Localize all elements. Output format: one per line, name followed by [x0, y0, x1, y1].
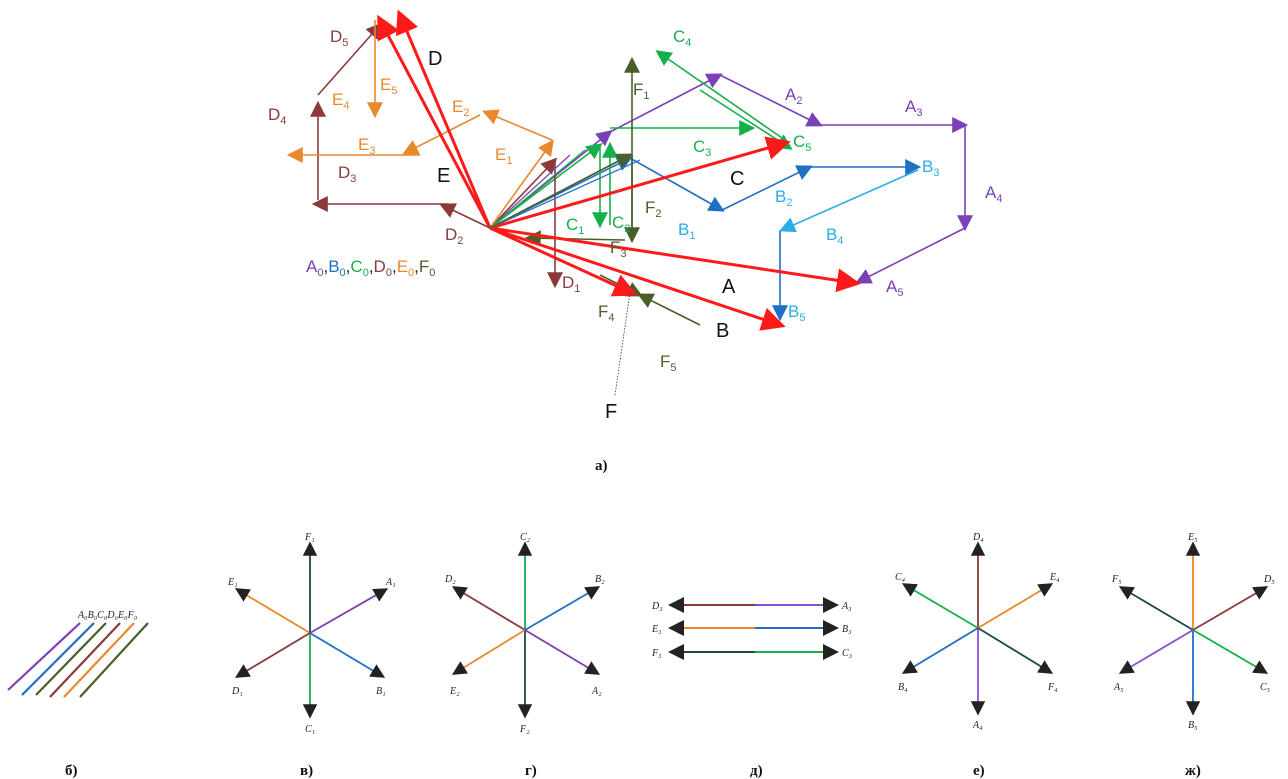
label-b1: B1: [678, 220, 695, 242]
label-c4: C4: [673, 27, 691, 49]
label-zh-topleft: F₅: [1111, 574, 1122, 585]
label-d-left-2: E₃: [651, 624, 662, 635]
panel-zh: E₅ F₅ D₅ A₅ C₅ B₅: [1111, 532, 1275, 731]
panel-d: D₃ E₃ F₃ A₃ B₃ C₃: [651, 597, 853, 660]
label-d5: D5: [330, 27, 348, 49]
chain-e: [286, 20, 554, 229]
caption-a: а): [595, 458, 608, 474]
label-d-right-3: C₃: [842, 648, 853, 659]
chain-f: [489, 56, 701, 326]
label-f2: F2: [645, 198, 662, 220]
label-d-left-3: F₃: [651, 648, 662, 659]
label-zh-botright: C₅: [1260, 682, 1271, 693]
panel-a: A B C D E F A0,B0,C0,D0,E0,F0 A2 A3 A4 A…: [268, 9, 1002, 474]
label-v-top: F₁: [304, 532, 315, 543]
label-f5: F5: [660, 352, 677, 374]
label-d4: D4: [268, 105, 286, 127]
resultants: [377, 9, 861, 331]
label-v-bottom: C₁: [305, 724, 315, 735]
label-f3: F3: [610, 238, 627, 260]
label-v-topright: A₁: [385, 577, 396, 588]
label-v-topleft: E₁: [227, 577, 238, 588]
label-resultant-c: C: [730, 168, 744, 190]
label-g-topright: B₂: [595, 574, 605, 585]
label-resultant-f: F: [605, 401, 617, 423]
label-panel-b: A₀B₀C₀D₀E₀F₀: [77, 610, 138, 621]
label-a2: A2: [785, 85, 802, 107]
label-zh-botleft: A₅: [1113, 682, 1124, 693]
label-c2: C2: [612, 213, 630, 235]
label-d-right-1: A₃: [841, 601, 852, 612]
panel-b: A₀B₀C₀D₀E₀F₀: [7, 610, 149, 698]
label-e-bottom: A₄: [972, 720, 983, 731]
caption-b: б): [65, 763, 78, 779]
label-e4: E4: [332, 90, 349, 112]
label-a3: A3: [905, 97, 922, 119]
label-e-top: D₄: [972, 532, 984, 543]
label-b5: B5: [788, 302, 805, 324]
label-d1: D1: [562, 273, 580, 295]
label-d2: D2: [445, 225, 463, 247]
label-d3: D3: [338, 163, 356, 185]
label-d-right-2: B₃: [842, 624, 852, 635]
caption-d: д): [750, 763, 763, 779]
label-e-botright: F₄: [1047, 682, 1058, 693]
label-e-topleft: C₄: [895, 572, 906, 583]
label-c1: C1: [566, 215, 584, 237]
panel-e: D₄ C₄ E₄ B₄ F₄ A₄: [895, 532, 1060, 731]
label-g-top: C₂: [520, 532, 531, 543]
label-g-botright: A₂: [591, 686, 602, 697]
label-a4: A4: [985, 183, 1002, 205]
label-d-left-1: D₃: [651, 601, 663, 612]
label-g-botleft: E₂: [449, 686, 460, 697]
label-zh-bottom: B₅: [1188, 720, 1198, 731]
label-e-topright: E₄: [1049, 572, 1060, 583]
vector-b4: [779, 169, 919, 233]
label-b3: B3: [922, 157, 939, 179]
caption-e: е): [973, 763, 985, 779]
caption-g: г): [525, 763, 537, 779]
label-b2: B2: [775, 187, 792, 209]
label-zh-topright: D₅: [1263, 574, 1275, 585]
label-e3: E3: [358, 135, 375, 157]
leader-f: [614, 291, 631, 396]
label-e2: E2: [452, 97, 469, 119]
label-g-topleft: D₂: [444, 574, 456, 585]
chain-d: [310, 22, 563, 289]
fan-lines: [489, 149, 641, 229]
label-b4: B4: [826, 225, 843, 247]
label-a5: A5: [886, 277, 903, 299]
label-resultant-e: E: [437, 165, 450, 187]
caption-v: в): [300, 763, 313, 779]
label-g-bottom: F₂: [519, 724, 530, 735]
label-e-botleft: B₄: [898, 682, 908, 693]
label-c3: C3: [693, 137, 711, 159]
label-v-botleft: D₁: [231, 686, 243, 697]
panel-v: F₁ E₁ A₁ D₁ B₁ C₁: [227, 532, 396, 735]
label-resultant-b: B: [716, 320, 729, 342]
label-v-botright: B₁: [376, 686, 386, 697]
label-resultant-a: A: [722, 276, 736, 298]
label-c5: C5: [793, 132, 811, 154]
label-e1: E1: [495, 145, 512, 167]
label-resultant-d: D: [428, 48, 442, 70]
label-initial-vectors: A0,B0,C0,D0,E0,F0: [306, 257, 435, 279]
panel-g: C₂ D₂ B₂ E₂ A₂ F₂: [444, 532, 605, 735]
label-zh-top: E₅: [1187, 532, 1198, 543]
label-f1: F1: [633, 80, 650, 102]
label-e5: E5: [380, 75, 397, 97]
caption-zh: ж): [1185, 763, 1201, 779]
label-f4: F4: [598, 302, 615, 324]
chain-c: [489, 50, 793, 229]
